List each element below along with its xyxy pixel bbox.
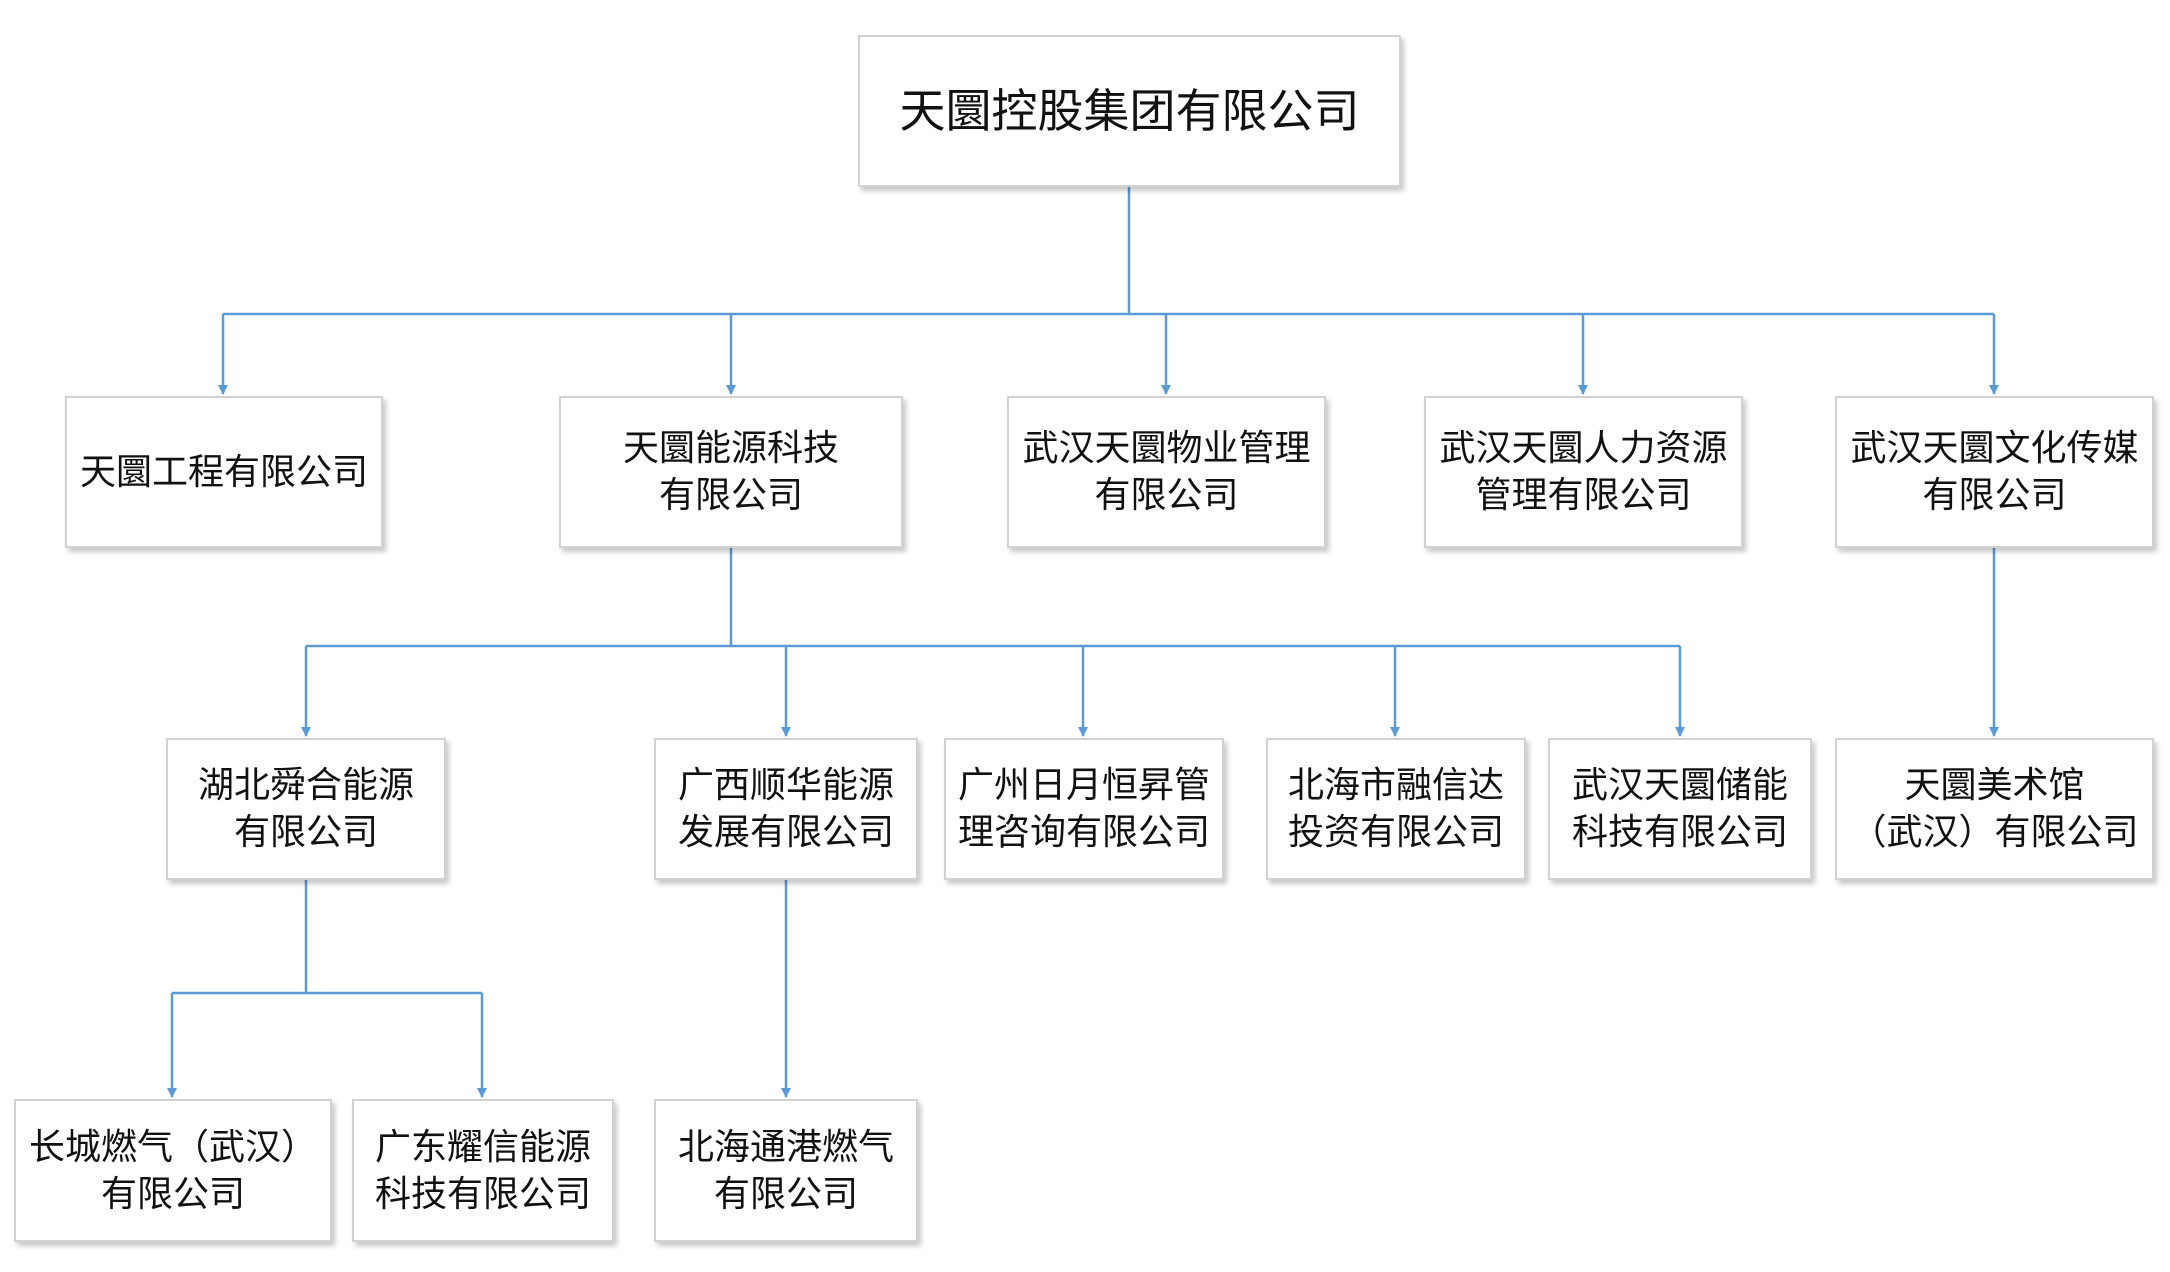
node-label-line2: 有限公司 bbox=[1094, 475, 1239, 516]
node-label-line1: 北海通港燃气 bbox=[677, 1126, 894, 1168]
node-label-line1: 武汉天圜人力资源 bbox=[1439, 428, 1728, 469]
node-label-line1: 天圜能源科技 bbox=[622, 428, 839, 469]
node-label: 天圜工程有限公司 bbox=[79, 451, 368, 493]
node-label-line2: 发展有限公司 bbox=[677, 812, 894, 853]
node-label-line1: 广西顺华能源 bbox=[677, 765, 894, 806]
node-label-line1: 长城燃气（武汉） bbox=[28, 1126, 317, 1168]
node-wuhan-property-management: 武汉天圜物业管理 有限公司 bbox=[1007, 396, 1326, 548]
node-label-line1: 广州日月恒昇管 bbox=[957, 765, 1210, 806]
node-label-line2: （武汉）有限公司 bbox=[1850, 812, 2139, 853]
node-hubei-shunhe-energy: 湖北舜合能源 有限公司 bbox=[166, 738, 446, 880]
node-tianhuan-engineering: 天圜工程有限公司 bbox=[65, 396, 383, 548]
node-label-line2: 有限公司 bbox=[658, 475, 803, 516]
node-label-line1: 湖北舜合能源 bbox=[197, 765, 414, 806]
node-label: 天圜控股集团有限公司 bbox=[899, 84, 1360, 138]
node-label-line2: 科技有限公司 bbox=[1571, 812, 1788, 853]
node-label-line1: 广东耀信能源 bbox=[374, 1126, 591, 1168]
node-label-line2: 投资有限公司 bbox=[1287, 812, 1504, 853]
node-wuhan-energy-storage: 武汉天圜储能 科技有限公司 bbox=[1548, 738, 1812, 880]
node-label-line1: 天圜美术馆 bbox=[1904, 765, 2085, 806]
node-label-line2: 有限公司 bbox=[713, 1173, 858, 1215]
node-tianhuan-art-museum: 天圜美术馆 （武汉）有限公司 bbox=[1835, 738, 2154, 880]
node-label-line2: 理咨询有限公司 bbox=[957, 812, 1210, 853]
node-label-line2: 有限公司 bbox=[1922, 475, 2067, 516]
node-label-line1: 北海市融信达 bbox=[1287, 765, 1504, 806]
node-label-line2: 有限公司 bbox=[100, 1173, 245, 1215]
node-wuhan-culture-media: 武汉天圜文化传媒 有限公司 bbox=[1835, 396, 2154, 548]
node-guangxi-shunhua-energy: 广西顺华能源 发展有限公司 bbox=[654, 738, 918, 880]
node-guangdong-yaoxin-energy: 广东耀信能源 科技有限公司 bbox=[352, 1099, 614, 1242]
node-changcheng-gas-wuhan: 长城燃气（武汉） 有限公司 bbox=[14, 1099, 332, 1242]
node-wuhan-hr-management: 武汉天圜人力资源 管理有限公司 bbox=[1424, 396, 1743, 548]
node-beihai-tonggang-gas: 北海通港燃气 有限公司 bbox=[654, 1099, 918, 1242]
node-label-line2: 管理有限公司 bbox=[1475, 475, 1692, 516]
node-label-line1: 武汉天圜文化传媒 bbox=[1850, 428, 2139, 469]
node-label-line2: 科技有限公司 bbox=[374, 1173, 591, 1215]
node-label-line2: 有限公司 bbox=[233, 812, 378, 853]
node-tianhuan-holding-group: 天圜控股集团有限公司 bbox=[858, 35, 1401, 187]
node-tianhuan-energy-tech: 天圜能源科技 有限公司 bbox=[559, 396, 903, 548]
node-beihai-rongxinda-investment: 北海市融信达 投资有限公司 bbox=[1266, 738, 1526, 880]
node-label-line1: 武汉天圜储能 bbox=[1571, 765, 1788, 806]
node-label-line1: 武汉天圜物业管理 bbox=[1022, 428, 1311, 469]
node-guangzhou-riyue-consulting: 广州日月恒昇管 理咨询有限公司 bbox=[944, 738, 1224, 880]
